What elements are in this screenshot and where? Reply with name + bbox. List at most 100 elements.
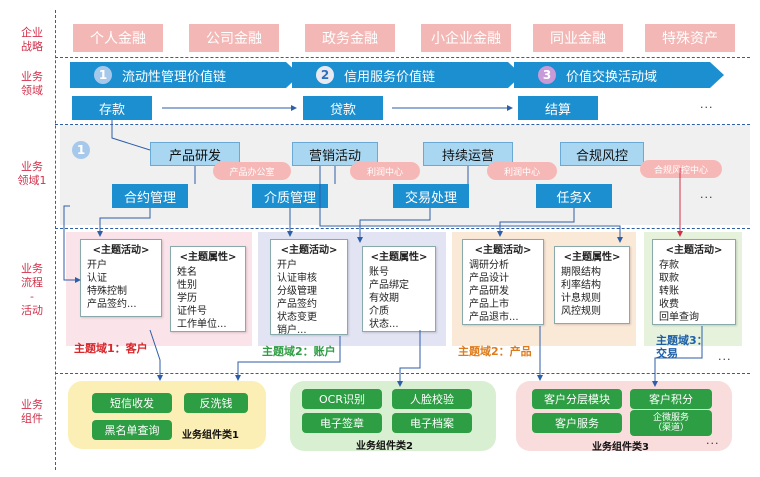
- label-column-divider: [55, 10, 56, 470]
- value-chain-label: 信用服务价值链: [344, 69, 436, 85]
- zone4-domain-title: 主题域3： 交易: [656, 334, 708, 360]
- attribute-item: 工作单位...: [177, 319, 227, 330]
- attribute-item: 计息规则: [561, 293, 601, 304]
- component-blacklist-query[interactable]: 黑名单查询: [92, 420, 172, 440]
- subdomain-task-x[interactable]: 任务X: [536, 184, 612, 208]
- domain-loan[interactable]: 贷款: [303, 96, 383, 120]
- row-divider-1: [55, 57, 750, 58]
- activity-item: 开户: [277, 260, 297, 271]
- activity-item: 收费: [659, 299, 679, 310]
- zone1-activity-card: <主题活动> 开户 认证 特殊控制 产品签约...: [80, 239, 162, 317]
- component-sms[interactable]: 短信收发: [92, 393, 172, 413]
- attribute-item: 证件号: [177, 306, 207, 317]
- zone2-activity-card: <主题活动> 开户 认证审核 分级管理 产品签约 状态变更 销户...: [270, 239, 348, 336]
- activity-item: 产品退市...: [469, 312, 519, 323]
- activity-item: 产品签约: [277, 299, 317, 310]
- activity-item: 认证: [87, 273, 107, 284]
- subdomain-contract-mgmt[interactable]: 合约管理: [112, 184, 188, 208]
- attribute-item: 账号: [369, 267, 389, 278]
- value-chain-credit[interactable]: 2 信用服务价值链: [292, 62, 522, 88]
- activity-item: 开户: [87, 260, 107, 271]
- component-group-1-label: 业务组件类1: [182, 430, 239, 441]
- connector-line: [319, 166, 623, 243]
- zone3-attribute-card: <主题属性> 期限结构 利率结构 计息规则 风控规则: [554, 246, 630, 324]
- subdomain-medium-mgmt[interactable]: 介质管理: [252, 184, 328, 208]
- card-header: <主题活动>: [280, 245, 338, 256]
- attribute-item: 有效期: [369, 293, 399, 304]
- component-ocr[interactable]: OCR识别: [302, 389, 382, 409]
- domain-deposit[interactable]: 存款: [72, 96, 152, 120]
- connector-line: [63, 205, 81, 283]
- strategy-special-assets[interactable]: 特殊资产: [645, 24, 735, 52]
- value-chain-liquidity[interactable]: 1 流动性管理价值链: [70, 62, 300, 88]
- value-chain-label: 流动性管理价值链: [122, 69, 227, 85]
- activity-item: 取款: [659, 273, 679, 284]
- value-chain-label: 价值交换活动域: [566, 69, 658, 85]
- card-header: <主题活动>: [665, 245, 723, 256]
- attribute-item: 学历: [177, 293, 197, 304]
- domain1-step-badge: 1: [72, 141, 90, 159]
- domain-more-ellipsis: ...: [700, 98, 714, 111]
- activity-item: 认证审核: [277, 273, 317, 284]
- activity-item: 分级管理: [277, 286, 317, 297]
- compliance-box[interactable]: 合规风控: [560, 142, 644, 166]
- activity-item: 回单查询: [659, 312, 699, 323]
- card-header: <主题属性>: [179, 252, 237, 263]
- component-customer-tiering[interactable]: 客户分层模块: [532, 389, 622, 409]
- zone2-attribute-card: <主题属性> 账号 产品绑定 有效期 介质 状态...: [362, 246, 436, 332]
- value-chain-exchange[interactable]: 3 价值交换活动域: [514, 62, 724, 88]
- connector-line: [397, 330, 421, 387]
- activity-item: 产品签约...: [87, 299, 137, 310]
- connector-line: [97, 208, 151, 237]
- activity-item: 存款: [659, 260, 679, 271]
- connector-line: [235, 336, 341, 381]
- row-label-strategy: 企业 战略: [21, 26, 43, 53]
- strategy-personal-finance[interactable]: 个人金融: [73, 24, 163, 52]
- center-pill-profit-1: 利润中心: [350, 162, 420, 180]
- zone4-activity-card: <主题活动> 存款 取款 转账 收费 回单查询: [652, 239, 736, 325]
- activity-item: 产品上市: [469, 299, 509, 310]
- row-divider-4: [55, 373, 750, 374]
- component-e-archive[interactable]: 电子档案: [392, 413, 472, 433]
- subdomain-more-ellipsis: ...: [700, 188, 714, 201]
- row-label-domain: 业务 领域: [21, 70, 43, 97]
- zone3-domain-title: 主题域2：产品: [458, 345, 532, 358]
- attribute-item: 期限结构: [561, 267, 601, 278]
- connector-line: [497, 208, 575, 237]
- domain-settlement[interactable]: 结算: [518, 96, 598, 120]
- center-pill-compliance: 合规风控中心: [640, 160, 722, 178]
- strategy-corporate-finance[interactable]: 公司金融: [189, 24, 279, 52]
- card-header: <主题活动>: [92, 245, 150, 256]
- activity-item: 调研分析: [469, 260, 509, 271]
- attribute-item: 风控规则: [561, 306, 601, 317]
- component-e-signature[interactable]: 电子签章: [302, 413, 382, 433]
- connector-line: [652, 326, 703, 387]
- component-face-verify[interactable]: 人脸校验: [392, 389, 472, 409]
- activity-item: 状态变更: [277, 312, 317, 323]
- connector-line: [357, 208, 431, 243]
- operations-box[interactable]: 持续运营: [423, 142, 513, 166]
- card-header: <主题属性>: [563, 252, 621, 263]
- row-label-domain1: 业务 领域1: [17, 160, 47, 187]
- attribute-item: 性别: [177, 280, 197, 291]
- strategy-small-business-finance[interactable]: 小企业金融: [421, 24, 511, 52]
- component-wecom-service[interactable]: 企微服务 （渠道）: [630, 410, 712, 436]
- activity-item: 转账: [659, 286, 679, 297]
- component-anti-money-laundering[interactable]: 反洗钱: [184, 393, 248, 413]
- component-customer-points[interactable]: 客户积分: [630, 389, 712, 409]
- center-pill-product-office: 产品办公室: [213, 162, 291, 180]
- step-number-badge: 1: [94, 66, 112, 84]
- zone3-activity-card: <主题活动> 调研分析 产品设计 产品研发 产品上市 产品退市...: [462, 239, 544, 325]
- connector-line: [111, 120, 151, 151]
- strategy-interbank-finance[interactable]: 同业金融: [533, 24, 623, 52]
- strategy-government-finance[interactable]: 政务金融: [305, 24, 395, 52]
- attribute-item: 产品绑定: [369, 280, 409, 291]
- subdomain-transaction[interactable]: 交易处理: [393, 184, 469, 208]
- attribute-item: 利率结构: [561, 280, 601, 291]
- center-pill-profit-2: 利润中心: [487, 162, 557, 180]
- step-number-badge: 2: [316, 66, 334, 84]
- zone2-domain-title: 主题域2：账户: [262, 345, 336, 358]
- row-label-process: 业务 流程 - 活动: [21, 262, 43, 317]
- component-customer-service[interactable]: 客户服务: [532, 413, 622, 433]
